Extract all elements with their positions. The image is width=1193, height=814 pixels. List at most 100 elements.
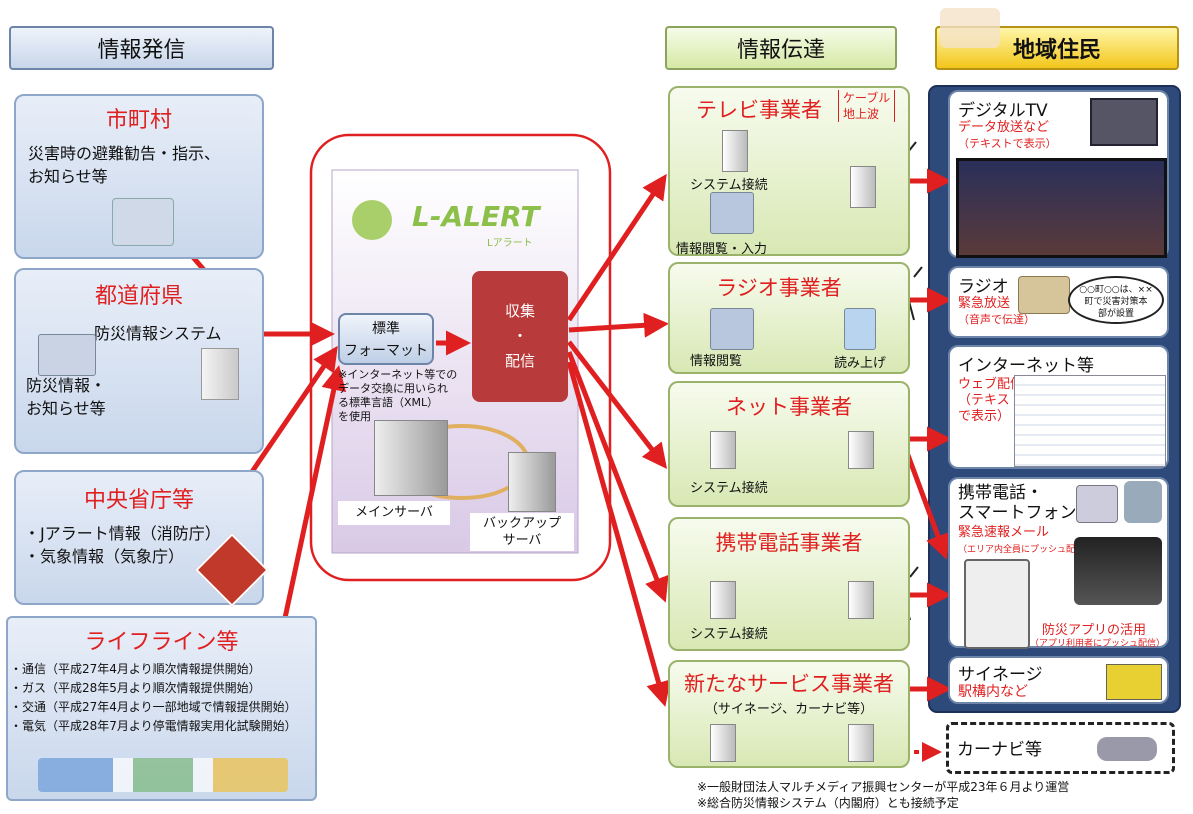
radio-red-2: （音声で伝達） bbox=[958, 313, 1035, 326]
source-central: 中央省庁等 ・Jアラート情報（消防庁） ・気象情報（気象庁） bbox=[14, 470, 269, 607]
tv-set-icon bbox=[1090, 98, 1158, 146]
prefecture-text-1: 防災情報・ bbox=[26, 376, 107, 395]
backup-server-label-1: バックアップ bbox=[482, 516, 561, 531]
net-system: システム接続 bbox=[690, 481, 768, 496]
header-transmission: 情報伝達 bbox=[665, 26, 897, 70]
lalert-logo-sub: Lアラート bbox=[487, 238, 533, 249]
collect-line-3: 配信 bbox=[504, 352, 535, 370]
backup-server-label: バックアップ サーバ bbox=[470, 513, 574, 551]
format-note: ※インターネット等での データ交換に用いられ る標準言語（XML） を使用 bbox=[338, 368, 457, 424]
internet-red-3: で表示） bbox=[958, 409, 1011, 424]
net-title: ネット事業者 bbox=[726, 395, 852, 419]
tv-bracket-cable: ケーブル bbox=[843, 91, 891, 105]
standard-format-box: 標準 フォーマット bbox=[338, 313, 434, 365]
mobile-title-1: 携帯電話・ bbox=[958, 483, 1043, 503]
lalert-logo: L-ALERT bbox=[412, 200, 540, 233]
source-municipality: 市町村 災害時の避難勧告・指示、 お知らせ等 bbox=[14, 94, 264, 259]
announcer-illustration bbox=[844, 308, 876, 350]
tv-title: テレビ事業者 bbox=[696, 98, 822, 122]
header-source: 情報発信 bbox=[9, 26, 274, 70]
residents-people-illustration bbox=[940, 8, 1000, 48]
radio-operator-illustration bbox=[710, 308, 754, 350]
radio-res-title: ラジオ bbox=[958, 277, 1009, 297]
car-icon bbox=[1097, 737, 1157, 761]
format-note-1: ※インターネット等での bbox=[338, 368, 458, 381]
dtv-red-1: データ放送など bbox=[958, 120, 1050, 135]
mobile-app-2: （アプリ利用者にプッシュ配信） bbox=[1030, 639, 1166, 649]
central-text-1: ・Jアラート情報（消防庁） bbox=[24, 524, 221, 543]
tv-operator-illustration bbox=[710, 192, 754, 234]
signage-red: 駅構内など bbox=[958, 684, 1028, 700]
carnavi-title: カーナビ等 bbox=[957, 740, 1042, 760]
lifeline-item-electricity: ・電気（平成28年7月より停電情報実用化試験開始） bbox=[10, 719, 297, 733]
newsvc-server-icon-2 bbox=[848, 724, 874, 762]
internet-red-2: （テキスト bbox=[958, 393, 1023, 408]
format-line-2: フォーマット bbox=[344, 343, 428, 359]
internet-title: インターネット等 bbox=[958, 356, 1094, 376]
radio-speech-bubble: ○○町○○は、×× 町で災害対策本 部が設置 bbox=[1068, 276, 1164, 324]
newsvc-title: 新たなサービス事業者 bbox=[684, 672, 894, 696]
format-note-3: る標準言語（XML） bbox=[338, 396, 439, 409]
newsvc-server-icon bbox=[710, 724, 736, 762]
main-server-label: メインサーバ bbox=[338, 501, 450, 525]
tv-bracket: ケーブル 地上波 bbox=[838, 90, 896, 122]
lifeline-item-telecom: ・通信（平成27年4月より順次情報提供開始） bbox=[10, 662, 261, 676]
net-server-icon-2 bbox=[848, 431, 874, 469]
bubble-line-2: 町で災害対策本 bbox=[1084, 297, 1148, 307]
tv-system: システム接続 bbox=[690, 178, 768, 193]
mobile-server-icon-2 bbox=[848, 581, 874, 619]
pc-server-icon bbox=[201, 348, 239, 400]
bubble-line-1: ○○町○○は、×× bbox=[1079, 285, 1153, 295]
resident-carnavi: カーナビ等 bbox=[946, 722, 1175, 774]
broadcaster-tv: テレビ事業者 ケーブル 地上波 システム接続 情報閲覧・入力 bbox=[668, 86, 910, 257]
radio-read: 読み上げ bbox=[834, 356, 887, 371]
collect-distribute-box: 収集 ・ 配信 bbox=[472, 271, 568, 402]
lifeline-icons bbox=[38, 758, 288, 792]
central-title: 中央省庁等 bbox=[83, 488, 194, 513]
radio-red-1: 緊急放送 bbox=[958, 296, 1011, 311]
dtv-title: デジタルTV bbox=[958, 101, 1048, 121]
lifeline-title: ライフライン等 bbox=[84, 630, 239, 655]
resident-mobile: 携帯電話・ スマートフォン 緊急速報メール （エリア内全員にプッシュ配信） 防災… bbox=[948, 477, 1169, 649]
tv-bracket-terrestrial: 地上波 bbox=[843, 107, 880, 121]
collect-line-1: 収集 bbox=[504, 302, 535, 320]
resident-radio: ラジオ 緊急放送 （音声で伝達） ○○町○○は、×× 町で災害対策本 部が設置 bbox=[948, 266, 1169, 338]
municipality-title: 市町村 bbox=[105, 108, 172, 133]
net-server-icon bbox=[710, 431, 736, 469]
mobile-red-1: 緊急速報メール bbox=[958, 525, 1050, 540]
website-screenshot bbox=[1014, 375, 1166, 467]
source-lifeline: ライフライン等 ・通信（平成27年4月より順次情報提供開始） ・ガス（平成28年… bbox=[6, 616, 317, 801]
handset-icon bbox=[1076, 485, 1118, 523]
newsvc-sub: （サイネージ、カーナビ等） bbox=[704, 702, 874, 717]
municipality-text-1: 災害時の避難勧告・指示、 bbox=[28, 144, 221, 163]
source-prefecture: 都道府県 防災情報システム 防災情報・ お知らせ等 bbox=[14, 268, 264, 454]
officer-illustration bbox=[112, 198, 174, 246]
dtv-red-2: （テキストで表示） bbox=[958, 137, 1057, 150]
mobile-title-2: スマートフォン bbox=[958, 503, 1077, 523]
phone-screen-illustration bbox=[964, 559, 1030, 649]
tv-server-icon-2 bbox=[850, 166, 876, 208]
broadcaster-radio: ラジオ事業者 情報閲覧 読み上げ bbox=[668, 262, 910, 374]
mobile-red-2: （エリア内全員にプッシュ配信） bbox=[958, 545, 1094, 555]
main-server-icon bbox=[374, 420, 448, 496]
central-text-2: ・気象情報（気象庁） bbox=[24, 547, 185, 566]
signage-title: サイネージ bbox=[958, 665, 1043, 685]
lifeline-item-transport: ・交通（平成27年4月より一部地域で情報提供開始） bbox=[10, 700, 297, 714]
radio-browse: 情報閲覧 bbox=[690, 354, 743, 369]
internet-red-1: ウェブ配信 bbox=[958, 377, 1024, 392]
prefecture-system: 防災情報システム bbox=[94, 324, 222, 343]
mobile-server-icon bbox=[710, 581, 736, 619]
mobile-title: 携帯電話事業者 bbox=[715, 531, 863, 555]
bubble-line-3: 部が設置 bbox=[1097, 309, 1134, 319]
format-line-1: 標準 bbox=[372, 321, 400, 337]
tv-screen-illustration bbox=[956, 158, 1167, 258]
format-note-2: データ交換に用いられ bbox=[338, 382, 448, 395]
resident-internet: インターネット等 ウェブ配信 （テキスト で表示） bbox=[948, 345, 1169, 469]
operator-illustration bbox=[38, 334, 96, 376]
footnote-1: ※一般財団法人マルチメディア振興センターが平成23年６月より運営 bbox=[697, 780, 1070, 794]
radio-title: ラジオ事業者 bbox=[716, 276, 842, 300]
resident-dtv: デジタルTV データ放送など （テキストで表示） bbox=[948, 90, 1169, 258]
broadcaster-mobile: 携帯電話事業者 システム接続 bbox=[668, 517, 910, 651]
broadcaster-newsvc: 新たなサービス事業者 （サイネージ、カーナビ等） bbox=[668, 660, 910, 768]
mobile-res-title: 携帯電話・ スマートフォン bbox=[958, 483, 1077, 523]
